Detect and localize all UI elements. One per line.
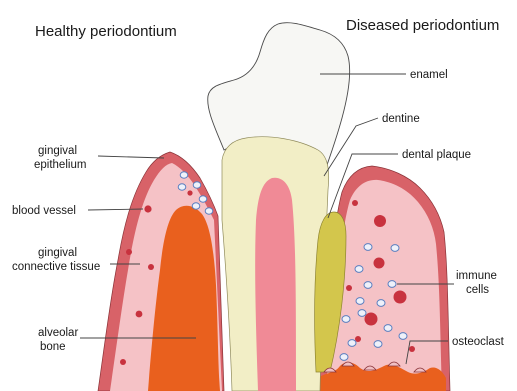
label-alveolar-bone-1: alveolar	[38, 327, 78, 339]
label-dentine: dentine	[382, 113, 420, 125]
blood-vessel	[346, 285, 352, 291]
label-alveolar-bone-2: bone	[40, 341, 66, 353]
blood-vessel	[136, 311, 143, 318]
blood-vessel	[120, 359, 126, 365]
blood-vessel	[374, 215, 386, 227]
label-dental-plaque: dental plaque	[402, 149, 471, 161]
label-osteoclast: osteoclast	[452, 336, 505, 348]
label-gingival-epithelium-1: gingival	[38, 145, 77, 157]
blood-vessel	[352, 200, 358, 206]
label-enamel: enamel	[410, 69, 448, 81]
blood-vessel	[148, 264, 154, 270]
label-gingival-ct-1: gingival	[38, 247, 77, 259]
blood-vessel	[144, 205, 151, 212]
label-immune-cells-2: cells	[466, 284, 489, 296]
blood-vessel	[187, 190, 192, 195]
blood-vessel	[126, 249, 132, 255]
heading-diseased: Diseased periodontium	[346, 17, 499, 34]
blood-vessel	[409, 346, 415, 352]
label-gingival-ct-2: connective tissue	[12, 261, 100, 273]
blood-vessel	[374, 258, 385, 269]
blood-vessel	[365, 313, 378, 326]
label-immune-cells-1: immune	[456, 270, 497, 282]
blood-vessel	[394, 291, 407, 304]
heading-healthy: Healthy periodontium	[35, 23, 177, 40]
label-gingival-epithelium-2: epithelium	[34, 159, 86, 171]
pulp	[255, 178, 296, 391]
leader-gingival-epithelium	[98, 156, 164, 158]
label-blood-vessel: blood vessel	[12, 205, 76, 217]
